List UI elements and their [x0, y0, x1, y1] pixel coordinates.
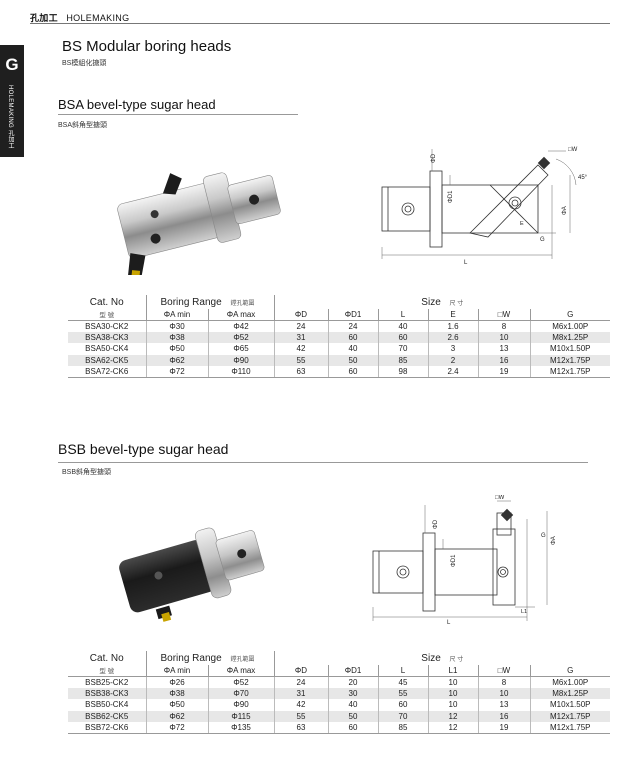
bsb-col-7: G [529, 665, 610, 677]
bsa-dim-a: ΦA [562, 206, 568, 215]
bsa-col-2: ΦD [273, 309, 328, 321]
page-title: BS Modular boring heads [62, 38, 232, 55]
bsa-dim-d1: ΦD1 [448, 190, 454, 203]
bsb-section-title: BSB bevel-type sugar head [58, 441, 229, 457]
bsa-product-photo [117, 172, 281, 275]
bsa-col-0: ΦA min [145, 309, 208, 321]
bsb-technical-drawing: ΦD ΦD1 L L1 □W ΦA G [372, 495, 557, 625]
bsb-col-2: ΦD [273, 665, 328, 677]
bsa-col-6: □W [477, 309, 530, 321]
bsb-dim-a: ΦA [551, 536, 557, 545]
bsb-cat-no-cn: 型 號 [68, 665, 146, 677]
bsa-col-1: ΦA max [207, 309, 274, 321]
bsa-dim-angle: 45° [578, 175, 588, 181]
bsb-section-title-cn: BSB斜角型搪頭 [62, 469, 112, 476]
bsa-section-title: BSA bevel-type sugar head [58, 97, 216, 112]
section-tab-label: HOLEMAKING 孔加工 [6, 85, 13, 149]
bsa-cat-no-header: Cat. No [89, 296, 124, 308]
bsa-section-title-cn: BSA斜角型搪頭 [58, 122, 108, 129]
bsa-cat-no-cn: 型 號 [68, 309, 146, 321]
bsb-col-5: L1 [427, 665, 478, 677]
bsb-col-6: □W [477, 665, 530, 677]
bsb-title-rule [58, 462, 588, 463]
bsa-title-rule [58, 114, 298, 115]
header-cn: 孔加工 [30, 13, 58, 23]
bsa-dim-e: E [520, 221, 524, 227]
bsa-technical-drawing: ΦD ΦD1 L E G □W ΦA 45° [381, 147, 588, 265]
bsb-boring-range-header: Boring Range 鏜孔範圍 [145, 651, 274, 665]
bsb-spec-table: Cat. No Boring Range 鏜孔範圍 Size 尺 寸 型 號 Φ… [68, 651, 610, 734]
bsb-dim-l: L [447, 620, 451, 625]
header-en: HOLEMAKING [66, 13, 130, 23]
bsb-cat-no-header: Cat. No [89, 652, 124, 664]
bsa-col-3: ΦD1 [327, 309, 378, 321]
bsa-dim-d: ΦD [431, 153, 437, 163]
bsb-col-4: L [377, 665, 428, 677]
bsb-col-1: ΦA max [207, 665, 274, 677]
section-letter: G [5, 55, 19, 74]
bsb-dim-g: G [541, 533, 546, 539]
bsa-dim-g: G [540, 237, 545, 243]
section-tab: G HOLEMAKING 孔加工 [0, 45, 24, 157]
bsa-dim-w: □W [568, 147, 578, 153]
bsa-size-header: Size 尺 寸 [273, 295, 610, 309]
bsb-size-header: Size 尺 寸 [273, 651, 610, 665]
bsa-col-5: E [427, 309, 478, 321]
bsb-dim-d1: ΦD1 [451, 554, 457, 567]
bsb-dim-d: ΦD [433, 519, 439, 529]
page-header: 孔加工 HOLEMAKING [30, 8, 610, 24]
bsb-col-0: ΦA min [145, 665, 208, 677]
bsb-dim-w: □W [495, 495, 505, 501]
bsa-col-4: L [377, 309, 428, 321]
page-title-cn: BS模組化搪頭 [62, 60, 107, 67]
bsb-product-photo [119, 527, 265, 622]
section-tab-en: HOLEMAKING [7, 85, 13, 129]
bsa-dim-l: L [464, 260, 468, 265]
bsb-col-3: ΦD1 [327, 665, 378, 677]
section-tab-cn: 孔加工 [7, 129, 13, 149]
bsa-col-7: G [529, 309, 610, 321]
bsa-spec-table: Cat. No Boring Range 鏜孔範圍 Size 尺 寸 型 號 Φ… [68, 295, 610, 378]
bsb-dim-l1: L1 [521, 609, 527, 615]
bsa-boring-range-header: Boring Range 鏜孔範圍 [145, 295, 274, 309]
